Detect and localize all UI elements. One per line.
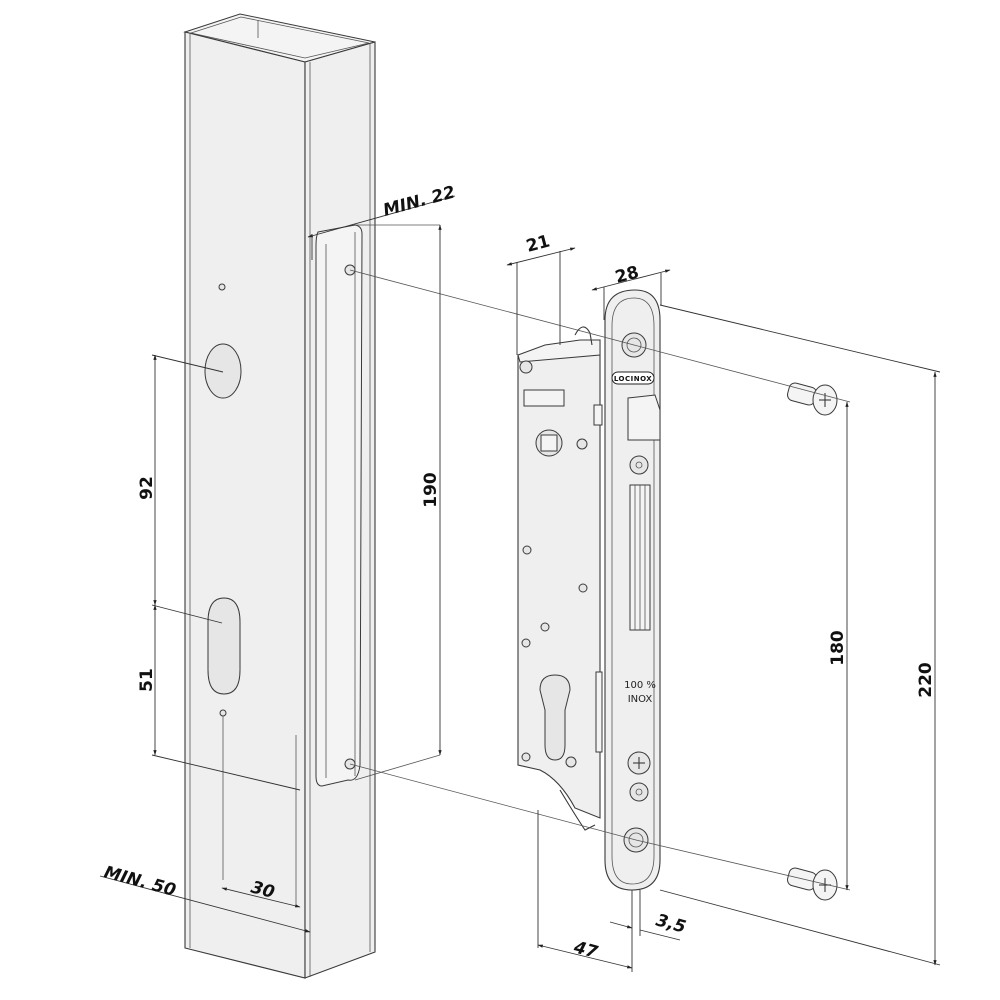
dimension-21: 21: [506, 231, 576, 355]
lock-body: [517, 326, 603, 831]
dim-min-22: MIN. 22: [381, 182, 457, 220]
material-line-1: 100 %: [624, 680, 656, 691]
material-line-2: INOX: [628, 694, 653, 705]
screw-bottom: [786, 867, 838, 901]
dim-92: 92: [137, 476, 157, 500]
dimension-220: 220: [659, 304, 941, 966]
faceplate: LOCINOX 100 % INOX: [604, 289, 661, 891]
dimension-190: 190: [421, 224, 442, 756]
dim-28: 28: [613, 262, 641, 287]
cylinder-hole: [539, 674, 571, 761]
screw-top: [786, 382, 838, 416]
dimension-92: 92: [137, 354, 224, 606]
dim-220: 220: [916, 662, 936, 698]
dim-47: 47: [571, 937, 600, 963]
dim-180: 180: [828, 630, 848, 666]
dimension-3-5: 3,5: [609, 890, 688, 941]
alignment-lines: [349, 224, 851, 891]
dim-3-5: 3,5: [654, 911, 688, 938]
gate-post: [183, 13, 376, 979]
round-cutout: [204, 343, 242, 399]
dim-min-50: MIN. 50: [102, 863, 178, 901]
dimension-51: 51: [137, 604, 301, 791]
dim-51: 51: [137, 668, 157, 692]
dimension-180: 180: [828, 401, 849, 891]
cylinder-cutout: [207, 597, 241, 695]
dim-21: 21: [524, 231, 552, 256]
brand-logo: LOCINOX: [614, 375, 652, 383]
dim-190: 190: [421, 472, 441, 508]
latch-bolt: [627, 394, 661, 441]
